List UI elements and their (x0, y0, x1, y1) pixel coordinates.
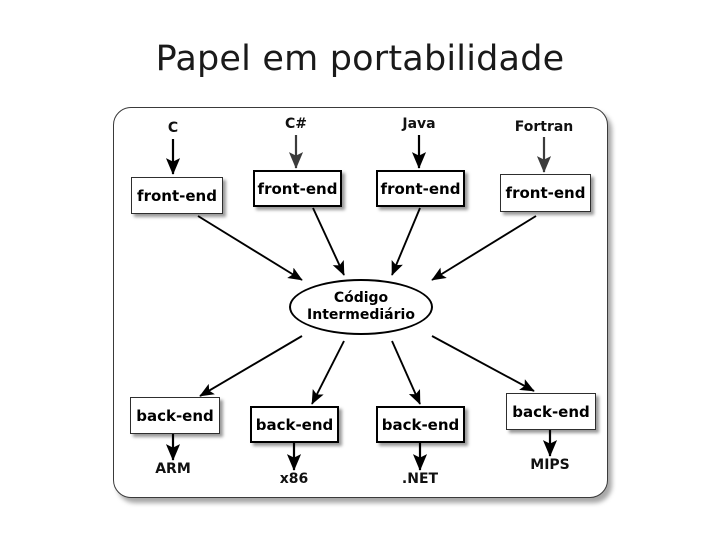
arrow-frontend-to-core-group (197, 207, 537, 281)
arrow-frontend4-to-core (431, 215, 537, 281)
target-label-dotnet: .NET (401, 471, 439, 487)
intermediate-code-line2: Intermediário (307, 307, 415, 323)
back-end-box-x86[interactable]: back-end (250, 406, 339, 443)
back-end-box-dotnet[interactable]: back-end (376, 406, 465, 443)
arrow-core-to-backend3 (391, 340, 421, 405)
front-end-box-fortran[interactable]: front-end (500, 174, 591, 212)
back-end-box-arm[interactable]: back-end (130, 397, 220, 434)
page-title: Papel em portabilidade (155, 39, 565, 79)
front-end-box-c[interactable]: front-end (131, 177, 223, 214)
target-label-x86: x86 (279, 471, 309, 487)
diagram-connectors (165, 135, 558, 471)
arrow-core-to-backend4 (431, 335, 535, 392)
arrow-frontend1-to-core (197, 215, 303, 281)
target-label-arm: ARM (155, 461, 191, 477)
source-label-fortran: Fortran (514, 119, 574, 135)
arrow-frontend2-to-core (312, 207, 345, 276)
arrow-source-to-frontend-group (165, 135, 552, 175)
source-label-java: Java (402, 116, 436, 132)
arrow-frontend3-to-core (391, 207, 421, 276)
back-end-box-mips[interactable]: back-end (506, 393, 596, 430)
arrow-backend-to-target-group (165, 430, 558, 471)
arrow-core-to-backend1 (199, 335, 303, 397)
source-label-csharp: C# (284, 116, 308, 132)
target-label-mips: MIPS (530, 457, 570, 473)
source-label-c: C (167, 120, 179, 136)
arrow-core-to-backend-group (199, 335, 535, 405)
intermediate-code-line1: Código (333, 290, 389, 306)
front-end-box-csharp[interactable]: front-end (253, 170, 342, 207)
arrow-core-to-backend2 (311, 340, 345, 405)
intermediate-code-node[interactable]: Código Intermediário (289, 279, 433, 335)
diagram-frame: C C# Java Fortran front-end front-end fr… (113, 107, 608, 498)
front-end-box-java[interactable]: front-end (376, 170, 465, 207)
